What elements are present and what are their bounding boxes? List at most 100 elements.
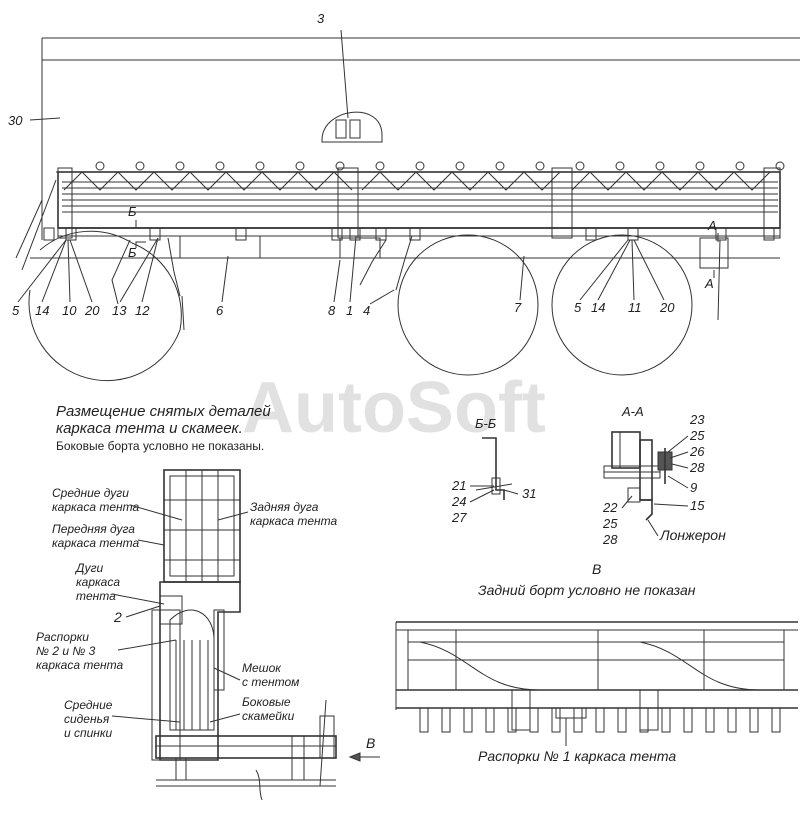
section-aa-callouts-left: 22 25 28: [602, 495, 633, 547]
view-b-note: Задний борт условно не показан: [478, 582, 696, 598]
section-aa-title: А-А: [621, 404, 644, 419]
callout-3: 3: [317, 11, 325, 26]
crossmember: [661, 707, 671, 733]
tarp-rope-ring: [95, 161, 105, 171]
crossmember: [485, 707, 495, 733]
frame-bracket: [409, 227, 421, 241]
callout-4: 4: [363, 303, 370, 318]
label-middle-arcs-2: каркаса тента: [52, 500, 139, 514]
frame-bracket: [349, 227, 361, 241]
aa-label-spar: Лонжерон: [659, 527, 726, 543]
tarp-rope-ring: [335, 161, 345, 171]
section-aa: А-А 23 25 26 28 9 15 22 25 28 Ло: [602, 404, 726, 547]
section-bb-callout-31: 31: [522, 486, 536, 501]
tarp-rope-ring: [575, 161, 585, 171]
section-bb-callout-24: 24: [451, 494, 466, 509]
rear-view-arrow-label: В: [366, 735, 375, 751]
callout-20a: 20: [84, 303, 100, 318]
label-struts-1: Распорки: [36, 630, 89, 644]
caption-line-2: каркаса тента и скамеек.: [56, 420, 243, 437]
frame-bracket: [235, 227, 247, 241]
label-seats-3: и спинки: [64, 726, 113, 740]
main-callouts: 30 3 5 14 10 20 13 12 6 8 1 4 7 5 14 11 …: [8, 11, 675, 318]
caption-note: Боковые борта условно не показаны.: [56, 439, 264, 453]
crossmember: [441, 707, 451, 733]
label-struts-2: № 2 и № 3: [36, 644, 96, 658]
aa-callout-28b: 28: [602, 532, 618, 547]
tarp-rope-ring: [175, 161, 185, 171]
callout-13: 13: [112, 303, 127, 318]
aa-callout-25b: 25: [602, 516, 618, 531]
aa-callout-15: 15: [690, 498, 705, 513]
crossmember: [573, 707, 583, 733]
tarp-rope-ring: [455, 161, 465, 171]
label-rear-arc-2: каркаса тента: [250, 514, 337, 528]
watermark: AutoSoft: [242, 368, 546, 448]
tarp-rope-ring: [295, 161, 305, 171]
crossmember: [683, 707, 693, 733]
callout-8: 8: [328, 303, 336, 318]
aa-callout-23: 23: [689, 412, 705, 427]
label-rear-arc-1: Задняя дуга: [250, 500, 319, 514]
tarp-rope-ring: [615, 161, 625, 171]
callout-6: 6: [216, 303, 224, 318]
aa-callout-9: 9: [690, 480, 697, 495]
callout-7: 7: [514, 300, 522, 315]
callout-12: 12: [135, 303, 150, 318]
section-marks-main: Б Б А А: [128, 204, 719, 291]
section-bb-title: Б-Б: [475, 416, 497, 431]
callout-5a: 5: [12, 303, 20, 318]
label-arcs-3: тента: [76, 589, 116, 603]
view-b: В Задний борт условно не показан Распорк…: [395, 561, 798, 764]
label-benches-2: скамейки: [242, 709, 295, 723]
frame-bracket: [763, 227, 775, 241]
callout-20b: 20: [659, 300, 675, 315]
label-front-arc-1: Передняя дуга: [52, 522, 135, 536]
aa-callout-25a: 25: [689, 428, 705, 443]
aa-callout-22: 22: [602, 500, 618, 515]
tarp-rope-ring: [735, 161, 745, 171]
callout-14a: 14: [35, 303, 49, 318]
crossmember: [749, 707, 759, 733]
frame-bracket: [375, 227, 387, 241]
label-arcs-1: Дуги: [74, 561, 104, 575]
view-b-caption: Распорки № 1 каркаса тента: [478, 748, 676, 764]
label-arcs-2: каркаса: [76, 575, 120, 589]
tarp-rope-ring: [415, 161, 425, 171]
crossmember: [507, 707, 517, 733]
crossmember: [727, 707, 737, 733]
crossmember: [529, 707, 539, 733]
rear-view: В 2 Средние дуги каркаса тента Передняя …: [36, 469, 380, 801]
callout-30: 30: [8, 113, 23, 128]
view-b-title: В: [592, 561, 601, 577]
frame-bracket: [585, 227, 597, 241]
rear-view-callout-2: 2: [113, 609, 122, 625]
crossmember: [551, 707, 561, 733]
section-bb: Б-Б 21 24 27 31: [451, 416, 536, 525]
rear-view-labels: Средние дуги каркаса тента Передняя дуга…: [36, 486, 337, 740]
section-bb-callout-27: 27: [451, 510, 467, 525]
frame-bracket: [715, 227, 727, 241]
callout-11: 11: [628, 300, 642, 315]
section-mark-a-lower: А: [704, 276, 714, 291]
label-benches-1: Боковые: [242, 695, 291, 709]
frame-bracket: [149, 227, 161, 241]
tarp-rope-ring: [495, 161, 505, 171]
callout-10: 10: [62, 303, 77, 318]
main-caption: Размещение снятых деталей каркаса тента …: [56, 403, 271, 453]
crossmember: [419, 707, 429, 733]
aa-callout-28a: 28: [689, 460, 705, 475]
truck-side-view: [15, 29, 800, 382]
crossmember: [463, 707, 473, 733]
tarp-rope-ring: [255, 161, 265, 171]
label-middle-arcs-1: Средние дуги: [52, 486, 129, 500]
aa-callout-26: 26: [689, 444, 705, 459]
tarp-rope-ring: [535, 161, 545, 171]
frame-bracket: [65, 227, 77, 241]
frame-bracket: [43, 227, 55, 241]
tarp-rope-ring: [375, 161, 385, 171]
crossmember: [639, 707, 649, 733]
frame-bracket: [627, 227, 639, 241]
